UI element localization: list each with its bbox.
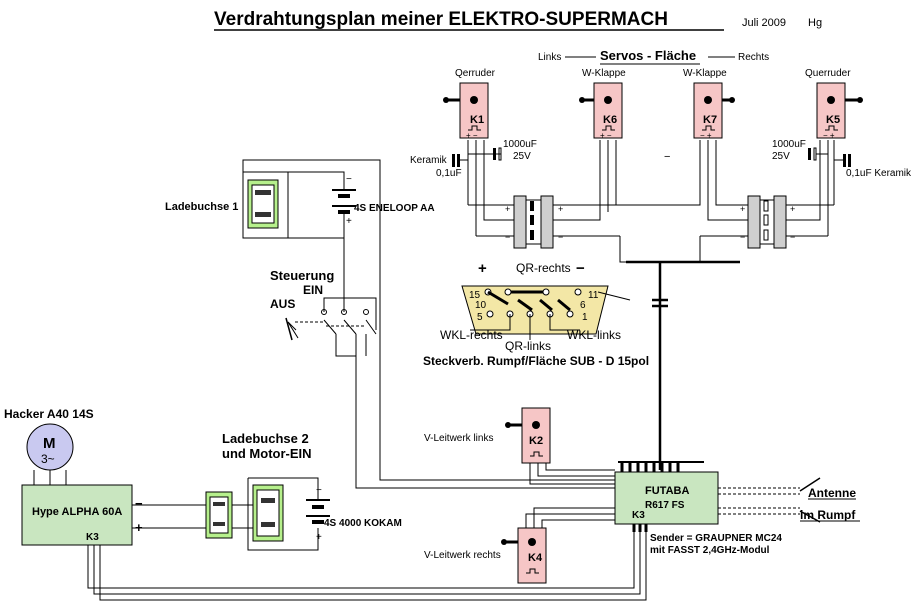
receiver-line2: R617 FS xyxy=(645,500,685,511)
battery-rx: − + 4S ENELOOP AA xyxy=(242,159,615,481)
svg-text:WKL-links: WKL-links xyxy=(567,328,621,342)
svg-text:1000uF: 1000uF xyxy=(503,139,537,150)
svg-text:K4: K4 xyxy=(528,552,543,564)
servo-k6-label: W-Klappe xyxy=(582,68,626,79)
servo-k5-id: K5 xyxy=(826,114,840,126)
svg-text:K3: K3 xyxy=(86,532,99,543)
svg-text:− +: − + xyxy=(823,131,835,140)
svg-text:−: − xyxy=(346,174,352,185)
servo-k4-label: V-Leitwerk rechts xyxy=(424,550,501,561)
svg-text:EIN: EIN xyxy=(303,283,323,297)
battery-rx-name: 4S ENELOOP AA xyxy=(354,203,435,214)
esc-name: Hype ALPHA 60A xyxy=(32,506,122,518)
esc: Hype ALPHA 60A K3 − + xyxy=(21,484,143,546)
svg-text:QR-links: QR-links xyxy=(505,339,551,353)
svg-text:5: 5 xyxy=(477,312,483,323)
servo-k1-label: Qerruder xyxy=(455,68,496,79)
svg-text:−: − xyxy=(135,496,143,511)
motor: M 3~ xyxy=(26,423,74,485)
servo-k4: K4 xyxy=(501,527,547,584)
servo-k2-label: V-Leitwerk links xyxy=(424,433,493,444)
svg-text:−: − xyxy=(740,232,745,242)
svg-text:1: 1 xyxy=(582,312,588,323)
sender-line1: Sender = GRAUPNER MC24 xyxy=(650,533,782,544)
receiver: FUTABA R617 FS K3 xyxy=(614,461,719,532)
svg-text:QR-rechts: QR-rechts xyxy=(516,261,571,275)
servo-k5: K5 − + xyxy=(816,82,863,140)
main-switch: Steuerung EIN AUS xyxy=(270,268,615,489)
main-power-wiring: − + 4S 4000 KOKAM xyxy=(132,477,402,551)
svg-text:11: 11 xyxy=(588,290,599,301)
antenna-label-2: im Rumpf xyxy=(800,508,856,522)
svg-text:3~: 3~ xyxy=(41,452,55,466)
svg-text:15: 15 xyxy=(469,290,481,301)
servo-k1: K1 + − xyxy=(443,82,489,140)
svg-text:−: − xyxy=(558,232,563,242)
capacitors-right: 1000uF 25V 0,1uF Keramik xyxy=(772,139,912,236)
svg-text:K3: K3 xyxy=(632,510,645,521)
servo-k6: K6 + − xyxy=(579,82,623,140)
svg-text:+ −: + − xyxy=(466,131,478,140)
svg-text:− +: − + xyxy=(700,131,712,140)
wing-wiring xyxy=(468,140,834,263)
svg-text:+: + xyxy=(558,204,563,214)
header-date: Juli 2009 xyxy=(742,17,786,29)
svg-text:1000uF: 1000uF xyxy=(772,139,806,150)
charge-jack-1 xyxy=(242,171,289,239)
svg-text:25V: 25V xyxy=(772,151,790,162)
capacitors-left: 1000uF 25V Keramik 0,1uF xyxy=(410,139,537,236)
svg-text:10: 10 xyxy=(475,300,487,311)
svg-text:0,1uF Keramik: 0,1uF Keramik xyxy=(846,168,912,179)
tail-wiring xyxy=(525,463,615,528)
svg-text:+ −: + − xyxy=(600,131,612,140)
svg-text:Steuerung: Steuerung xyxy=(270,268,334,283)
mid-minus: − xyxy=(664,151,670,163)
subd-connector: + − QR-rechts 15 10 5 11 6 1 WKL-rechts … xyxy=(423,260,649,368)
svg-text:−: − xyxy=(316,485,322,496)
servos-right-label: Rechts xyxy=(738,52,769,63)
svg-text:AUS: AUS xyxy=(270,297,295,311)
page-title: Verdrahtungsplan meiner ELEKTRO-SUPERMAC… xyxy=(214,9,668,30)
servos-heading: Servos - Fläche xyxy=(600,48,696,63)
motor-title: Hacker A40 14S xyxy=(4,407,94,421)
antenna-label-1: Antenne xyxy=(808,486,856,500)
svg-text:+: + xyxy=(316,532,322,543)
svg-text:K2: K2 xyxy=(529,435,543,447)
antenna: Antenne im Rumpf xyxy=(718,477,860,523)
svg-text:M: M xyxy=(43,435,56,452)
svg-text:Keramik: Keramik xyxy=(410,155,448,166)
svg-text:25V: 25V xyxy=(513,151,531,162)
servos-left-label: Links xyxy=(538,52,561,63)
svg-text:WKL-rechts: WKL-rechts xyxy=(440,328,503,342)
subd-caption: Steckverb. Rumpf/Fläche SUB - D 15pol xyxy=(423,354,649,368)
header-author: Hg xyxy=(808,17,822,29)
servo-k1-id: K1 xyxy=(470,114,484,126)
servo-k5-label: Querruder xyxy=(805,68,851,79)
svg-text:−: − xyxy=(576,260,585,277)
battery-main-name: 4S 4000 KOKAM xyxy=(324,518,402,529)
servo-k6-id: K6 xyxy=(603,114,617,126)
wing-connectors: + − + − + − + − xyxy=(505,195,795,249)
servo-k7-label: W-Klappe xyxy=(683,68,727,79)
sender-line2: mit FASST 2,4GHz-Modul xyxy=(650,545,770,556)
esc-k3-cable xyxy=(87,532,647,601)
charge-jack-2-label-1: Ladebuchse 2 xyxy=(222,431,309,446)
receiver-line1: FUTABA xyxy=(645,485,689,497)
svg-text:−: − xyxy=(790,232,795,242)
svg-text:−: − xyxy=(505,232,510,242)
svg-text:+: + xyxy=(740,204,745,214)
svg-text:+: + xyxy=(478,260,487,277)
servo-k7-id: K7 xyxy=(703,114,717,126)
svg-text:+: + xyxy=(790,204,795,214)
servo-k7: K7 − + xyxy=(693,82,735,140)
svg-text:0,1uF: 0,1uF xyxy=(436,168,462,179)
svg-text:+: + xyxy=(346,216,352,227)
servo-k2: K2 xyxy=(505,407,551,464)
charge-jack-1-label: Ladebuchse 1 xyxy=(165,201,238,213)
svg-text:+: + xyxy=(505,204,510,214)
charge-jack-2-label-2: und Motor-EIN xyxy=(222,446,312,461)
svg-text:6: 6 xyxy=(580,300,586,311)
